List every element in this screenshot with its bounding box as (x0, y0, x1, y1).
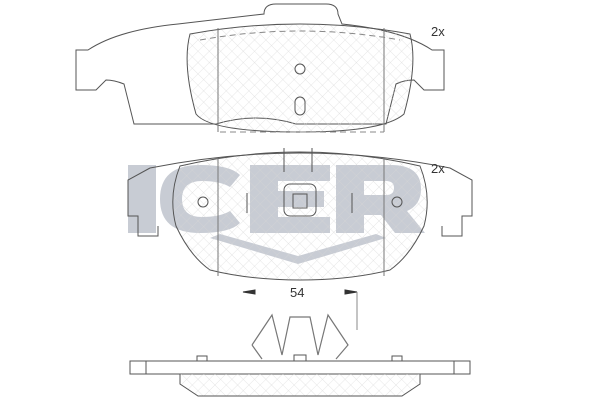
dimension-label: 54 (290, 285, 305, 300)
dimension-54 (242, 289, 358, 330)
top-pad-quantity-label: 2x (431, 24, 445, 39)
pad-side-profile (129, 354, 471, 397)
spring-clip (251, 313, 349, 360)
bottom-brake-pad (127, 148, 473, 281)
top-brake-pad (75, 3, 445, 133)
bottom-pad-quantity-label: 2x (431, 161, 445, 176)
